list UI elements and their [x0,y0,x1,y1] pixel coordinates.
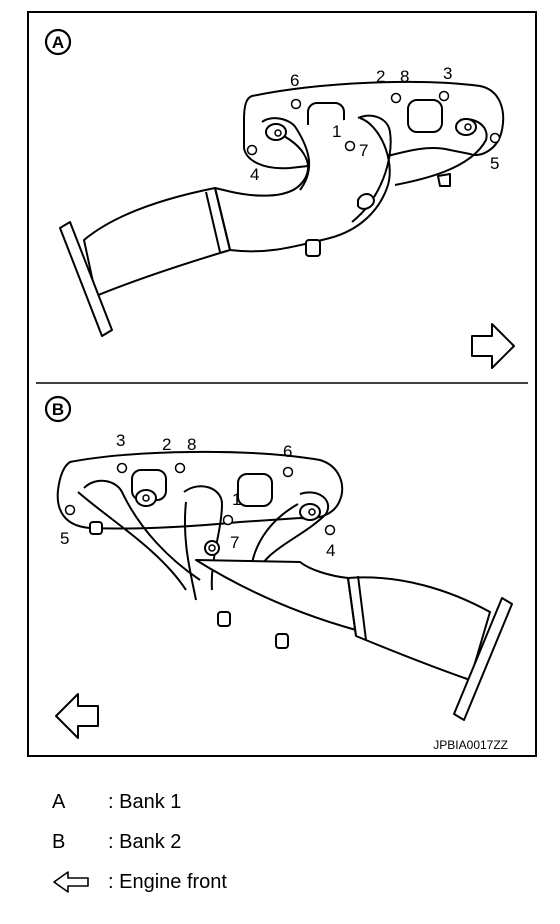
bolt-hole [344,140,356,152]
bolt-hole [282,466,294,478]
bolt-label: 2 [162,435,171,454]
engine-front-arrow-right-icon [471,323,515,369]
bolt-labels-b: 3 2 8 6 5 1 7 4 [60,431,335,560]
figure-frame [27,11,537,757]
bolt-hole [64,504,76,516]
bolt-labels-a: 6 2 8 3 1 7 4 5 [250,64,499,184]
bolt-hole [438,90,450,102]
bolt-label: 6 [283,442,292,461]
bolt-label: 8 [187,435,196,454]
legend-desc: : Bank 1 [108,791,182,813]
bolt-label: 4 [326,541,335,560]
bolt-label: 5 [490,154,499,173]
bolt-hole [222,514,234,526]
manifold-b-drawing [56,450,513,721]
bolt-hole [246,144,258,156]
legend-item: : Engine front [52,868,512,908]
bolt-hole [324,524,336,536]
legend-key: B [52,831,66,853]
legend-desc: : Engine front [108,871,227,893]
engine-front-arrow-left-icon [55,693,99,739]
legend-item: A : Bank 1 [52,788,512,828]
legend-key: A [52,791,66,813]
legend-desc: : Bank 2 [108,831,182,853]
bolt-hole [208,544,216,552]
bolt-holes-b [64,462,336,552]
bolt-label: 7 [359,141,368,160]
badge-b: B [44,395,72,423]
manifold-a-drawing [59,80,505,337]
bolt-label: 7 [230,533,239,552]
hollow-arrow-left-icon [53,871,89,893]
panel-bank-b: B [44,395,513,752]
bolt-label: 8 [400,67,409,86]
bolt-hole [390,92,402,104]
bolt-hole [174,462,186,474]
badge-a: A [44,28,72,56]
bolt-label: 3 [116,431,125,450]
bolt-hole [489,132,501,144]
bolt-label: 1 [332,122,341,141]
legend-item: B : Bank 2 [52,828,512,868]
bolt-hole [464,123,472,131]
bolt-label: 3 [443,64,452,83]
bolt-hole [142,494,150,502]
legend: A : Bank 1 B : Bank 2 : Engine front [52,788,512,908]
badge-a-label: A [52,33,64,52]
image-code: JPBIA0017ZZ [433,738,508,752]
bolt-hole [308,508,316,516]
bolt-hole [290,98,302,110]
exhaust-manifold-diagram: A [27,11,537,757]
bolt-label: 5 [60,529,69,548]
bolt-label: 4 [250,165,259,184]
bolt-hole [116,462,128,474]
badge-b-label: B [52,400,64,419]
bolt-label: 2 [376,67,385,86]
bolt-label: 6 [290,71,299,90]
panel-bank-a: A [44,28,515,369]
bolt-label: 1 [232,490,241,509]
bolt-hole [274,129,282,137]
bolt-holes-a [246,90,501,156]
